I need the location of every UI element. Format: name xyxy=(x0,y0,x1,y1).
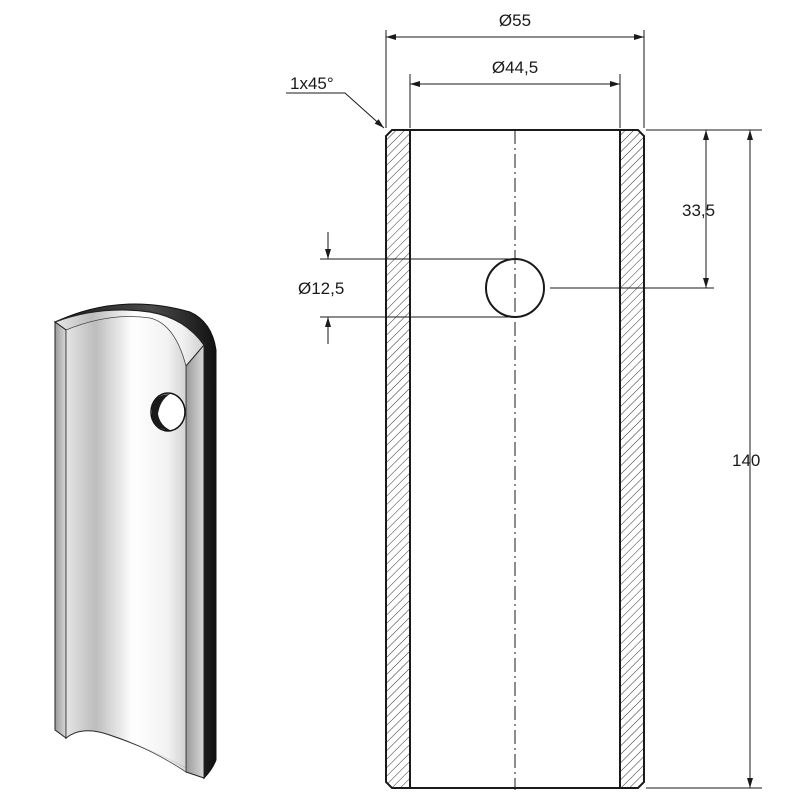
left-cut-edge xyxy=(54,321,67,739)
hole-position-label: 33,5 xyxy=(682,201,715,220)
chamfer-leader xyxy=(286,92,385,129)
outer-diameter-label: Ø55 xyxy=(499,11,531,30)
chamfer-label: 1x45° xyxy=(290,74,334,93)
section-view xyxy=(385,129,645,790)
length-label: 140 xyxy=(732,451,760,470)
isometric-hole xyxy=(150,392,186,432)
dimensions: Ø55 Ø44,5 1x45° Ø12,5 33,5 140 xyxy=(286,11,762,789)
inner-diameter-label: Ø44,5 xyxy=(492,58,538,77)
isometric-view xyxy=(53,303,217,780)
inner-wall xyxy=(65,316,187,773)
left-wall-section xyxy=(385,129,411,789)
hole-diameter-label: Ø12,5 xyxy=(298,279,344,298)
right-wall-section xyxy=(619,129,645,789)
right-cut-edge xyxy=(185,343,205,779)
